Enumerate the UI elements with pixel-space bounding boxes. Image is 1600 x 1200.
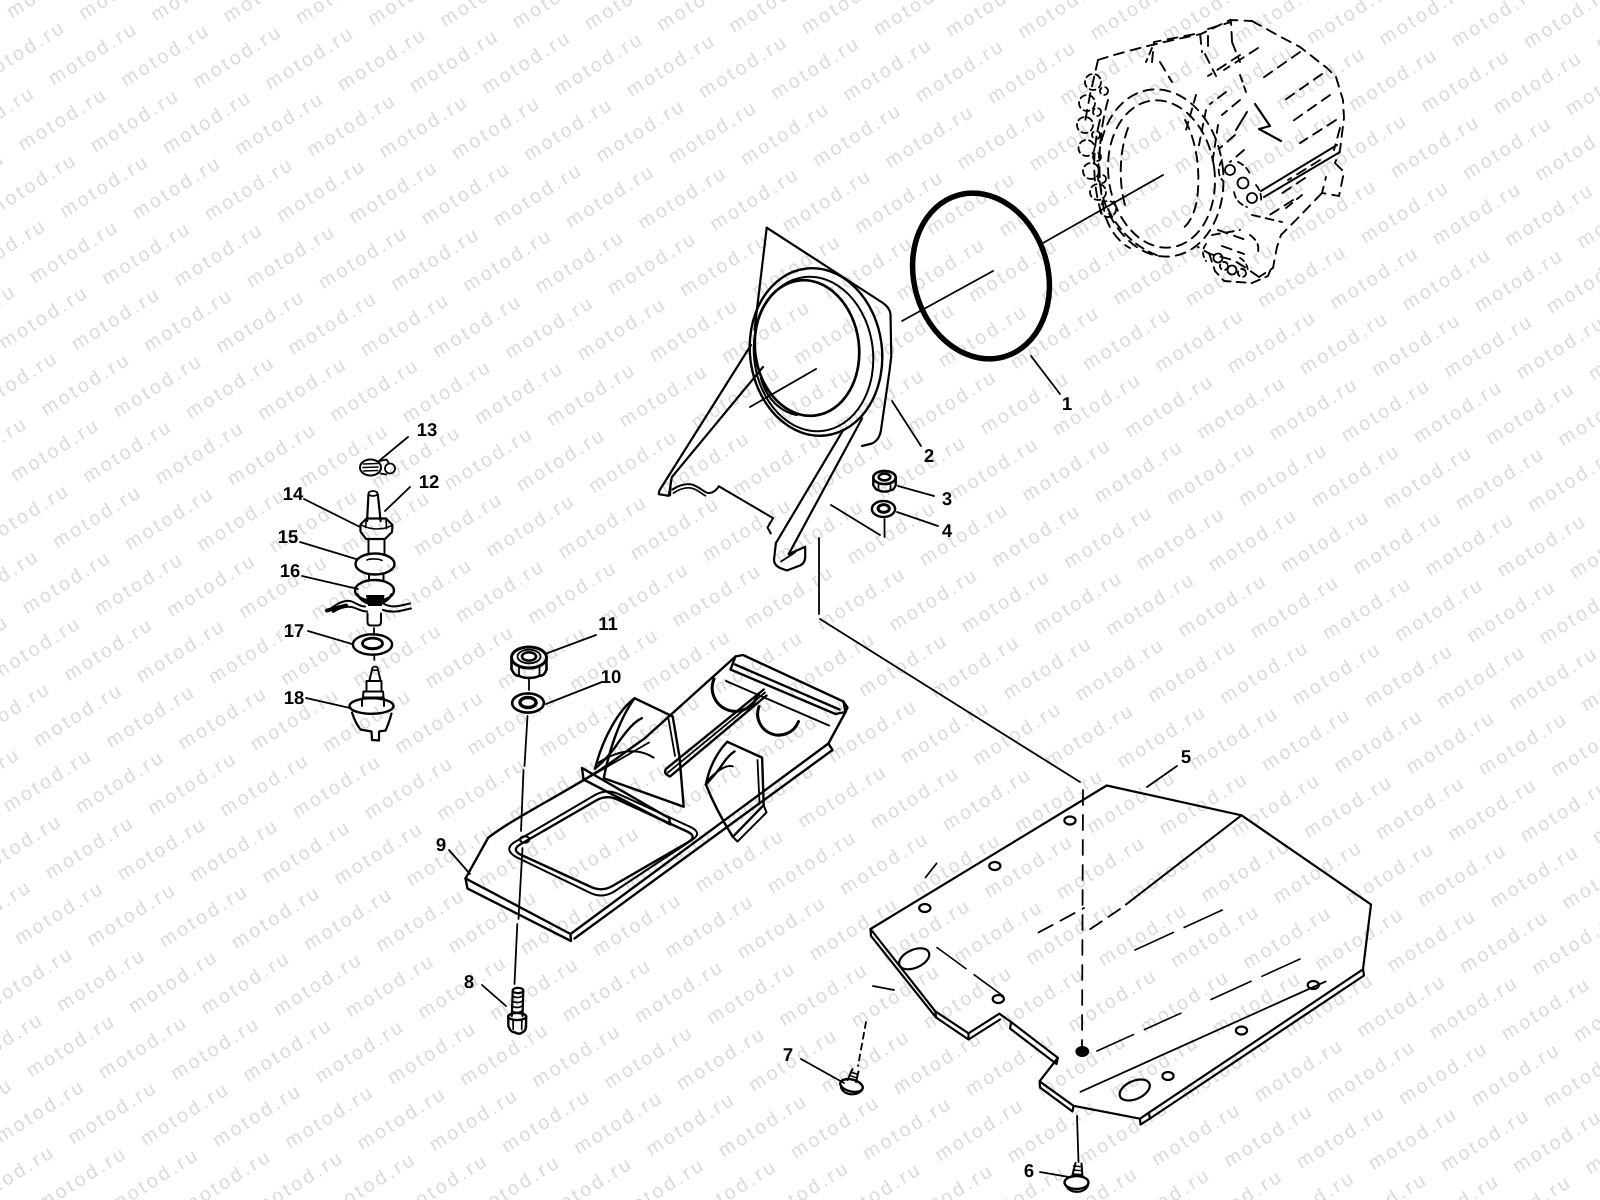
svg-text:12: 12 <box>419 471 440 492</box>
svg-text:11: 11 <box>598 613 618 634</box>
svg-text:9: 9 <box>436 834 446 855</box>
svg-text:18: 18 <box>284 687 305 708</box>
svg-text:5: 5 <box>1181 746 1191 767</box>
svg-text:17: 17 <box>284 620 305 641</box>
svg-text:6: 6 <box>1024 1160 1034 1181</box>
svg-text:1: 1 <box>1062 393 1072 414</box>
svg-text:4: 4 <box>942 520 953 541</box>
svg-text:15: 15 <box>278 526 299 547</box>
svg-text:13: 13 <box>417 419 438 440</box>
svg-text:7: 7 <box>783 1044 793 1065</box>
svg-text:3: 3 <box>942 488 952 509</box>
svg-text:14: 14 <box>283 483 304 504</box>
svg-text:8: 8 <box>464 971 474 992</box>
svg-text:2: 2 <box>924 445 934 466</box>
svg-text:10: 10 <box>601 666 622 687</box>
svg-text:16: 16 <box>280 560 301 581</box>
